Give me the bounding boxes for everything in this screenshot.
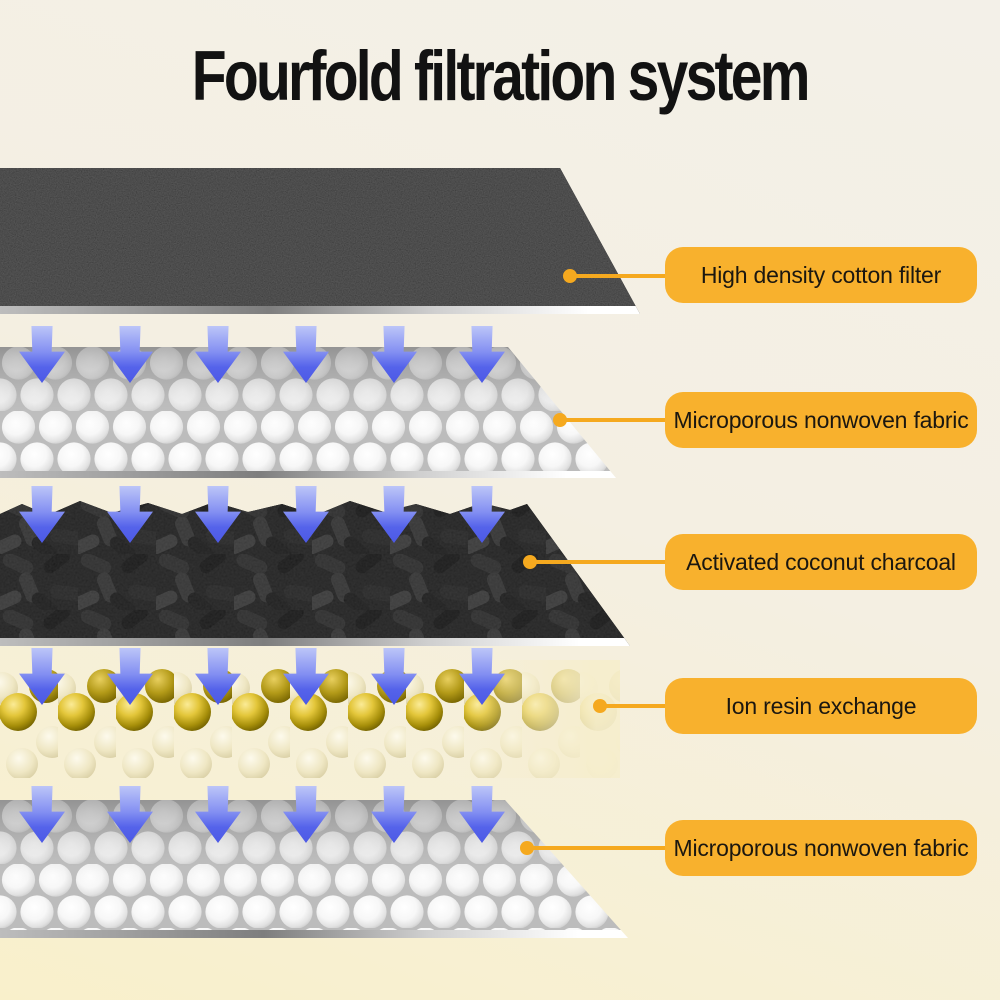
label-activated-coconut-charcoal: Activated coconut charcoal [665,534,977,590]
callout-line [527,846,670,850]
callout-line [570,274,670,278]
layer-side-edge [0,471,616,478]
callout-line [530,560,670,564]
page-title-text: Fourfold filtration system [192,37,811,116]
page-title: Fourfold filtration system [0,36,1000,116]
label-high-density-cotton-filter: High density cotton filter [665,247,977,303]
callout-line [600,704,670,708]
label-microporous-nonwoven-fabric-bottom: Microporous nonwoven fabric [665,820,977,876]
callout-dot [593,699,607,713]
label-microporous-nonwoven-fabric-top: Microporous nonwoven fabric [665,392,977,448]
callout-dot [553,413,567,427]
callout-dot [563,269,577,283]
layer-side-edge [0,306,640,314]
callout-line [560,418,670,422]
cotton-texture [0,168,640,306]
layer-side-edge [0,638,630,646]
layer-side-edge [0,930,628,938]
callout-dot [520,841,534,855]
callout-dot [523,555,537,569]
label-ion-resin-exchange: Ion resin exchange [665,678,977,734]
layer-high-density-cotton-filter [0,168,640,314]
